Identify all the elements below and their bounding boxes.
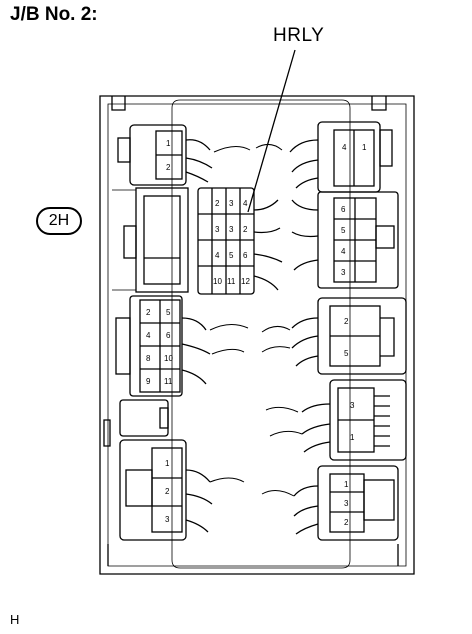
hrly-callout-label: HRLY [273, 25, 325, 46]
pin-label: 6 [341, 205, 346, 214]
pin-label: 3 [215, 225, 220, 234]
pin-label: 12 [241, 277, 250, 286]
pin-label: 2 [165, 487, 170, 496]
fuse-slot [119, 399, 169, 437]
pin-label: 11 [164, 377, 173, 386]
pin-label: 1 [166, 139, 171, 148]
pin-label: 5 [229, 251, 234, 260]
pin-label: 4 [342, 143, 347, 152]
pin-label: 4 [215, 251, 220, 260]
connector-right-block [291, 191, 399, 289]
pin-label: 3 [344, 499, 349, 508]
pin-label: 10 [213, 277, 222, 286]
pin-label: 8 [146, 354, 151, 363]
connector-hrly [197, 187, 283, 295]
connector-right-relay-1 [291, 297, 407, 375]
pin-label: 5 [166, 308, 171, 317]
pin-label: 2 [166, 163, 171, 172]
pin-label: 10 [164, 354, 173, 363]
figure-footer-code: H [10, 612, 20, 627]
pin-label: 3 [229, 225, 234, 234]
pin-label: 2 [146, 308, 151, 317]
connector-2h-label: 2H [36, 207, 82, 235]
connector-bottom-right [293, 465, 399, 541]
pin-label: 9 [146, 377, 151, 386]
pin-label: 2 [344, 317, 349, 326]
center-channel [171, 99, 351, 569]
pin-label: 3 [341, 268, 346, 277]
pin-label: 2 [344, 518, 349, 527]
pin-label: 3 [165, 515, 170, 524]
pin-label: 4 [243, 199, 248, 208]
pin-label: 5 [341, 226, 346, 235]
diagram-title: J/B No. 2: [10, 4, 98, 25]
side-tab [103, 419, 111, 447]
center-wiring [209, 144, 303, 497]
connector-top-left [117, 124, 213, 186]
pin-label: 4 [146, 331, 151, 340]
connector-right-relay-2 [301, 379, 407, 461]
pin-label: 4 [341, 247, 346, 256]
bottom-tab-left [107, 544, 399, 566]
housing-inner-outline [107, 103, 407, 567]
connector-2h-housing [112, 187, 189, 293]
pin-label: 3 [229, 199, 234, 208]
top-tab-left [111, 96, 126, 111]
pin-label: 5 [344, 349, 349, 358]
pin-label: 2 [215, 199, 220, 208]
pin-label: 1 [344, 480, 349, 489]
top-tab-right [371, 96, 387, 111]
pin-label: 2 [243, 225, 248, 234]
connector-mid-left [115, 295, 211, 397]
connector-top-right [289, 121, 393, 193]
housing-outline [99, 95, 415, 575]
pin-label: 1 [350, 433, 355, 442]
pin-label: 1 [165, 459, 170, 468]
connector-bottom-left [119, 439, 213, 541]
pin-label: 6 [243, 251, 248, 260]
hrly-leader-line [247, 49, 296, 213]
pin-label: 6 [166, 331, 171, 340]
pin-label: 1 [362, 143, 367, 152]
pin-label: 11 [227, 277, 236, 286]
pin-label: 3 [350, 401, 355, 410]
